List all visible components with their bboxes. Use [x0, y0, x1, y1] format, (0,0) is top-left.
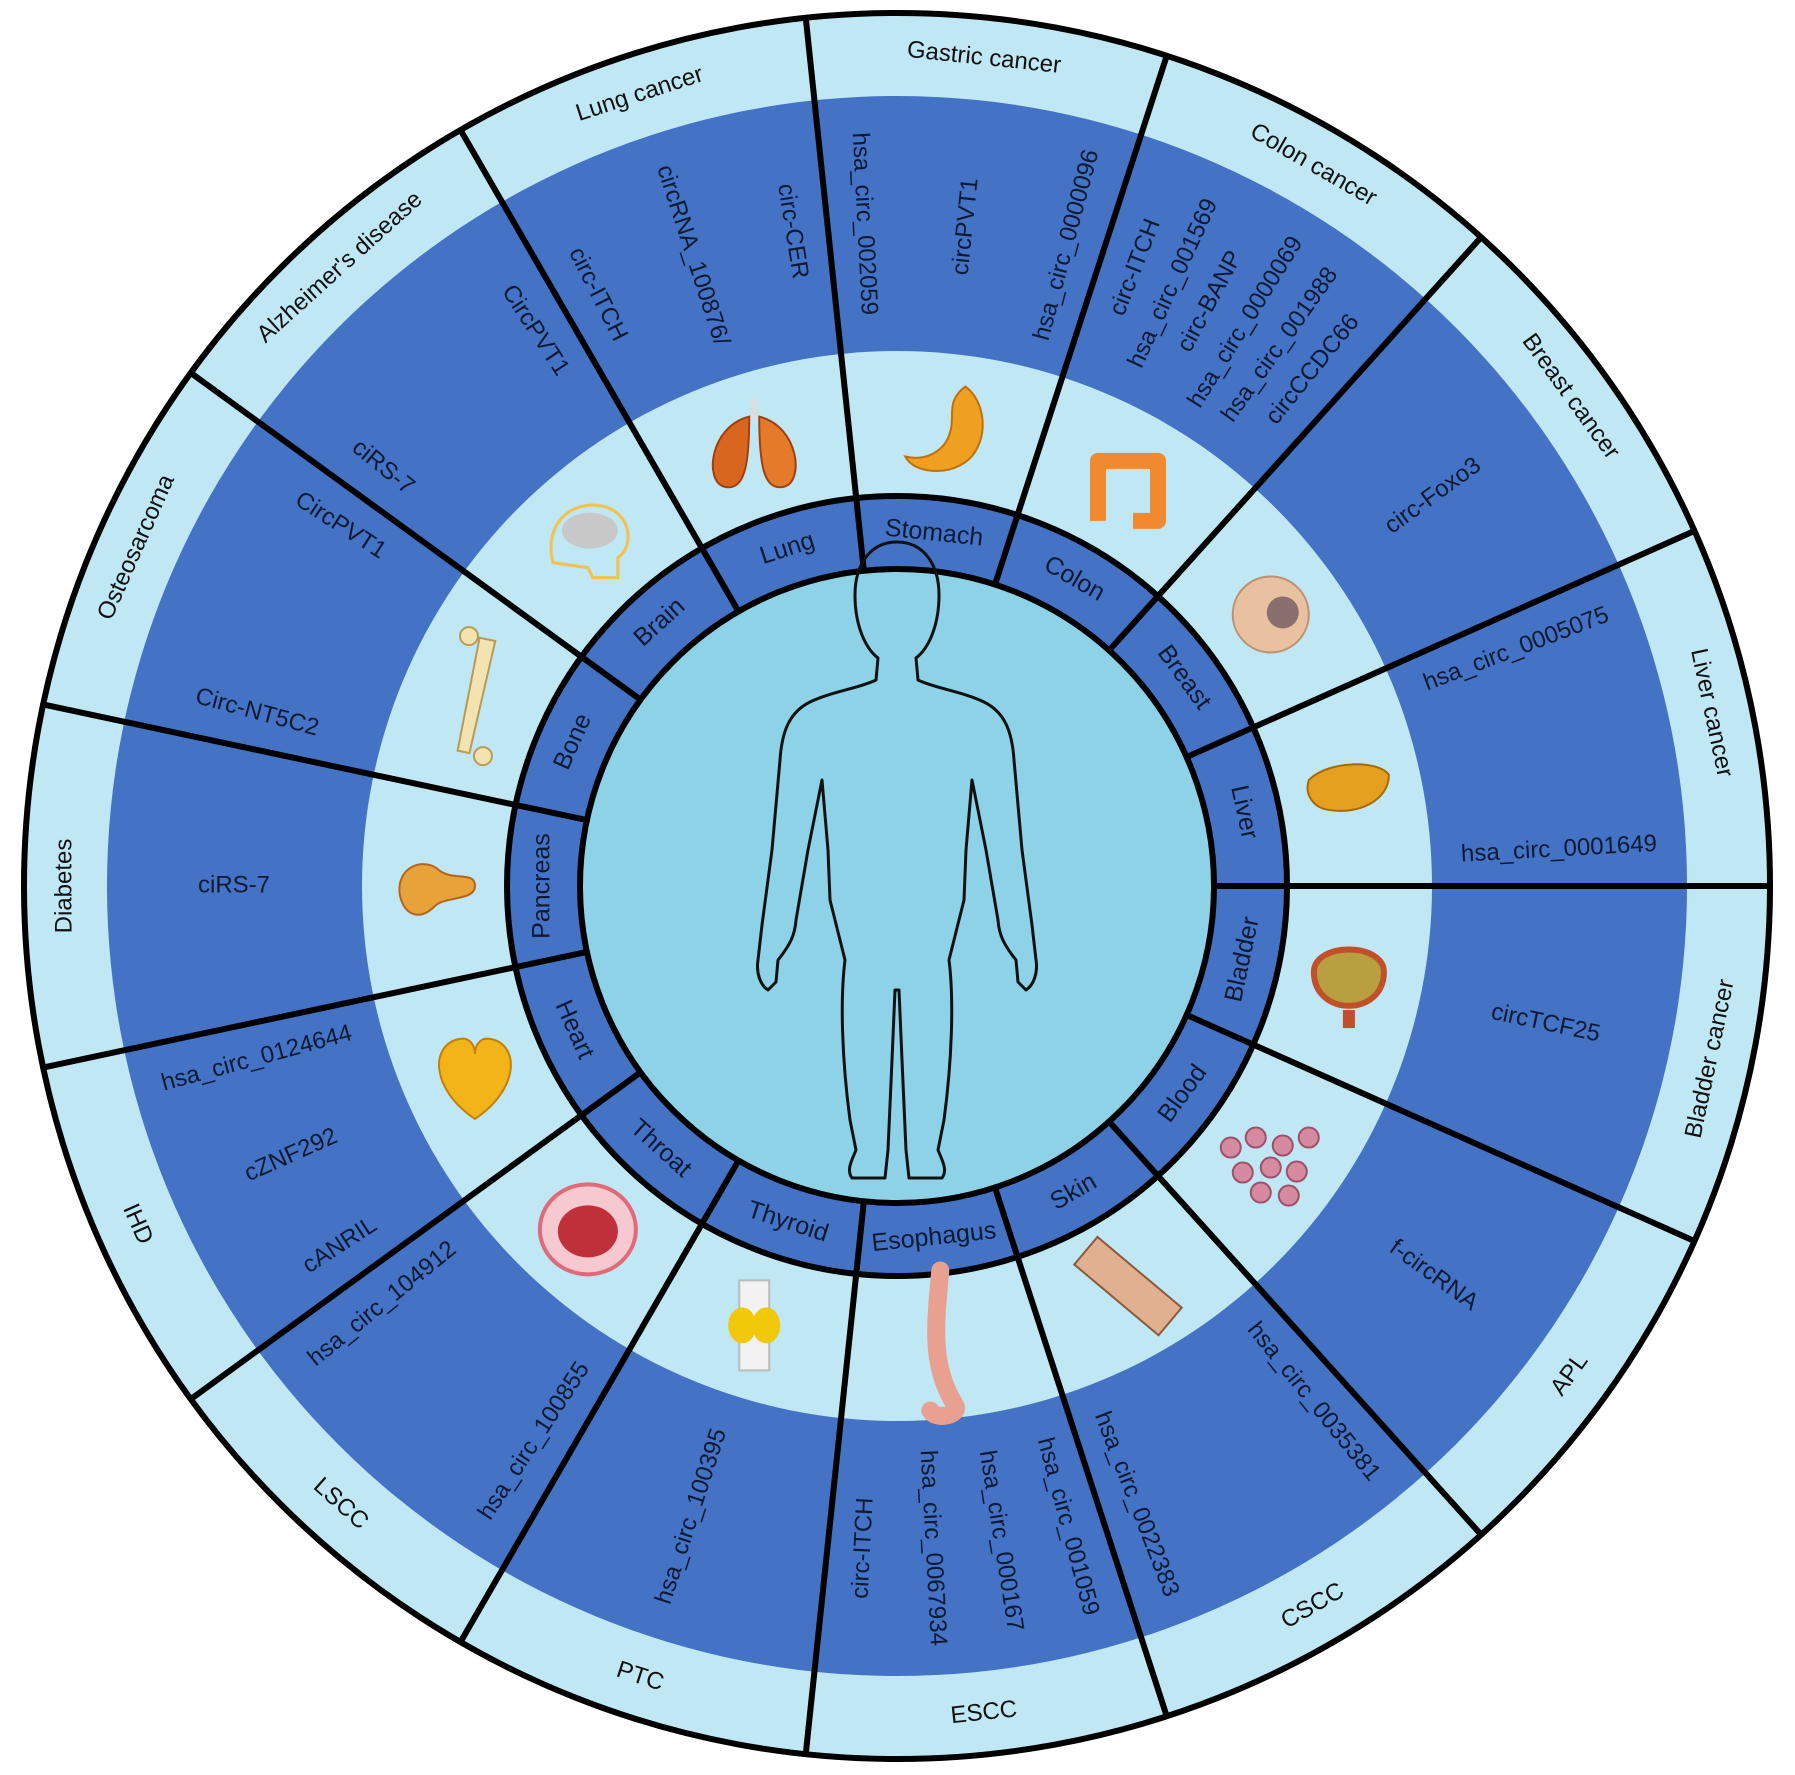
sector-dividers — [42, 17, 1770, 1755]
brain-icon — [549, 503, 630, 580]
rings — [22, 11, 1772, 1761]
sector-divider — [1106, 235, 1484, 653]
sector-divider — [802, 17, 867, 572]
center-outline — [577, 566, 1217, 1206]
sector-divider — [992, 1186, 1170, 1718]
skin-icon — [1072, 1235, 1184, 1337]
sector-divider — [42, 948, 588, 1071]
breast-icon — [1231, 575, 1310, 654]
disease-label: Diabetes — [50, 839, 77, 934]
colon-icon — [1090, 452, 1166, 529]
sector-divider — [188, 370, 643, 703]
pancreas-icon — [398, 863, 477, 916]
heart-icon — [438, 1037, 512, 1121]
bone-icon — [456, 626, 497, 767]
sector-divider — [1185, 528, 1696, 760]
sector-divider — [42, 701, 588, 824]
circrna-label: circ-ITCH — [847, 1497, 879, 1600]
sector-divider — [802, 1200, 867, 1755]
liver-icon — [1306, 763, 1390, 812]
stomach-icon — [903, 385, 984, 472]
center-circle — [580, 569, 1214, 1203]
lungs-icon — [711, 398, 797, 489]
esophagus-icon — [921, 1261, 965, 1425]
sector-pancreas: Diabetes Pancreas ciRS-7 — [50, 833, 555, 939]
organ-label: Pancreas — [528, 833, 556, 939]
throat-icon — [537, 1182, 638, 1277]
outer-outline — [21, 10, 1773, 1762]
thyroid-icon — [728, 1279, 781, 1372]
blood-cells-icon — [1219, 1126, 1320, 1207]
sector-divider — [992, 54, 1170, 586]
sector-divider — [457, 128, 742, 613]
human-body-silhouette-icon — [756, 540, 1038, 1180]
bladder-icon — [1310, 946, 1387, 1029]
organ-ring-outline — [504, 493, 1290, 1279]
sector-divider — [188, 1069, 643, 1402]
sector-divider — [1185, 1012, 1696, 1244]
circrna-label: ciRS-7 — [198, 871, 270, 898]
sector-divider — [1106, 1119, 1484, 1537]
sector-divider — [457, 1159, 742, 1644]
